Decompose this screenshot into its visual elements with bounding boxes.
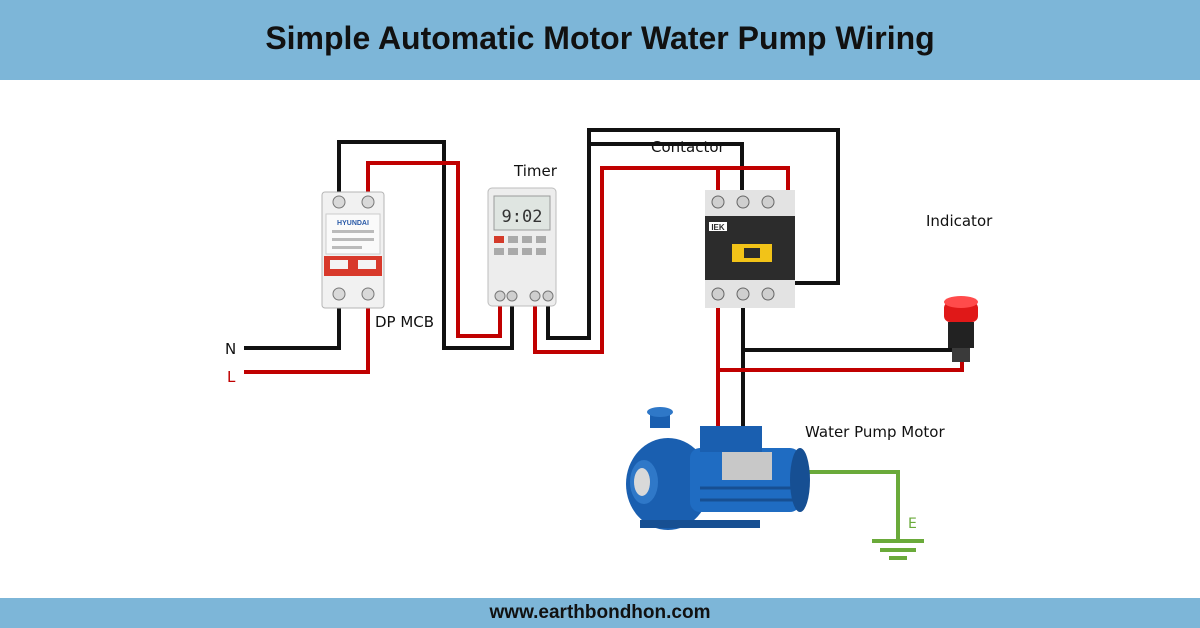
dp-mcb-label: DP MCB bbox=[375, 313, 434, 331]
neutral-mcb-timer-wire bbox=[337, 140, 514, 350]
line-label: L bbox=[227, 368, 236, 386]
footer-bar: www.earthbondhon.com bbox=[0, 598, 1200, 628]
earth-wire bbox=[800, 470, 900, 540]
water-pump-motor bbox=[626, 407, 810, 530]
timer-device: 9:02 bbox=[487, 187, 557, 307]
earth-label: E bbox=[908, 516, 917, 532]
wiring-diagram: HYUNDAI 9:02 IEK bbox=[225, 128, 993, 560]
timer-display-text: 9:02 bbox=[502, 207, 543, 227]
contactor-link-wire-1 bbox=[589, 142, 744, 192]
indicator-lamp bbox=[944, 296, 978, 362]
neutral-label: N bbox=[225, 340, 236, 358]
page-title: Simple Automatic Motor Water Pump Wiring bbox=[265, 20, 935, 56]
timer-label: Timer bbox=[513, 162, 558, 180]
line-timer-contactor-wire bbox=[533, 166, 720, 354]
line-mcb-timer-wire bbox=[366, 161, 502, 338]
neutral-supply-wire bbox=[244, 300, 341, 350]
contactor-brand-text: IEK bbox=[711, 223, 725, 232]
dp-mcb-device: HYUNDAI bbox=[321, 191, 385, 309]
header-bar: Simple Automatic Motor Water Pump Wiring bbox=[0, 0, 1200, 80]
contactor-device: IEK bbox=[705, 190, 795, 308]
line-indicator-wire bbox=[718, 362, 964, 372]
neutral-timer-contactor-wire bbox=[546, 128, 840, 340]
motor-label: Water Pump Motor bbox=[805, 423, 945, 441]
footer-url[interactable]: www.earthbondhon.com bbox=[489, 602, 711, 623]
contactor-label: Contactor bbox=[651, 138, 726, 156]
mcb-brand-text: HYUNDAI bbox=[337, 220, 369, 227]
indicator-label: Indicator bbox=[926, 212, 993, 230]
line-supply-wire bbox=[244, 300, 370, 374]
wires bbox=[244, 128, 964, 540]
earth-symbol bbox=[872, 539, 924, 560]
